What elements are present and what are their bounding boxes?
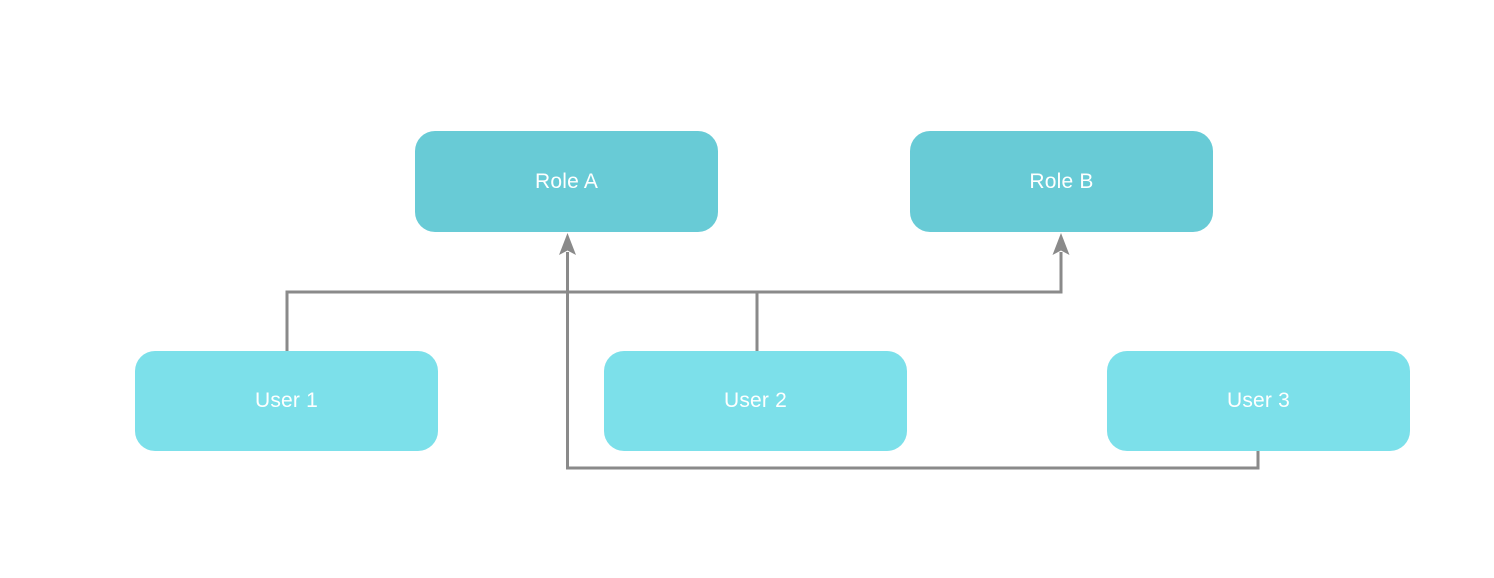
node-user-1-label: User 1 xyxy=(254,389,319,412)
node-user-1[interactable]: User 1 xyxy=(135,351,438,451)
node-role-a[interactable]: Role A xyxy=(415,131,718,232)
edge-user1-to-roleB[interactable] xyxy=(285,252,1063,351)
arrowhead-roleB-icon xyxy=(1052,233,1070,255)
node-user-2-label: User 2 xyxy=(723,389,788,412)
node-user-2[interactable]: User 2 xyxy=(604,351,907,451)
node-user-3-label: User 3 xyxy=(1226,389,1291,412)
arrowhead-roleA-icon xyxy=(559,233,576,255)
node-role-b[interactable]: Role B xyxy=(910,131,1213,232)
edge-user3-to-roleA[interactable] xyxy=(566,252,1260,470)
node-user-3[interactable]: User 3 xyxy=(1107,351,1410,451)
node-role-a-label: Role A xyxy=(534,169,599,193)
node-role-b-label: Role B xyxy=(1029,169,1094,193)
